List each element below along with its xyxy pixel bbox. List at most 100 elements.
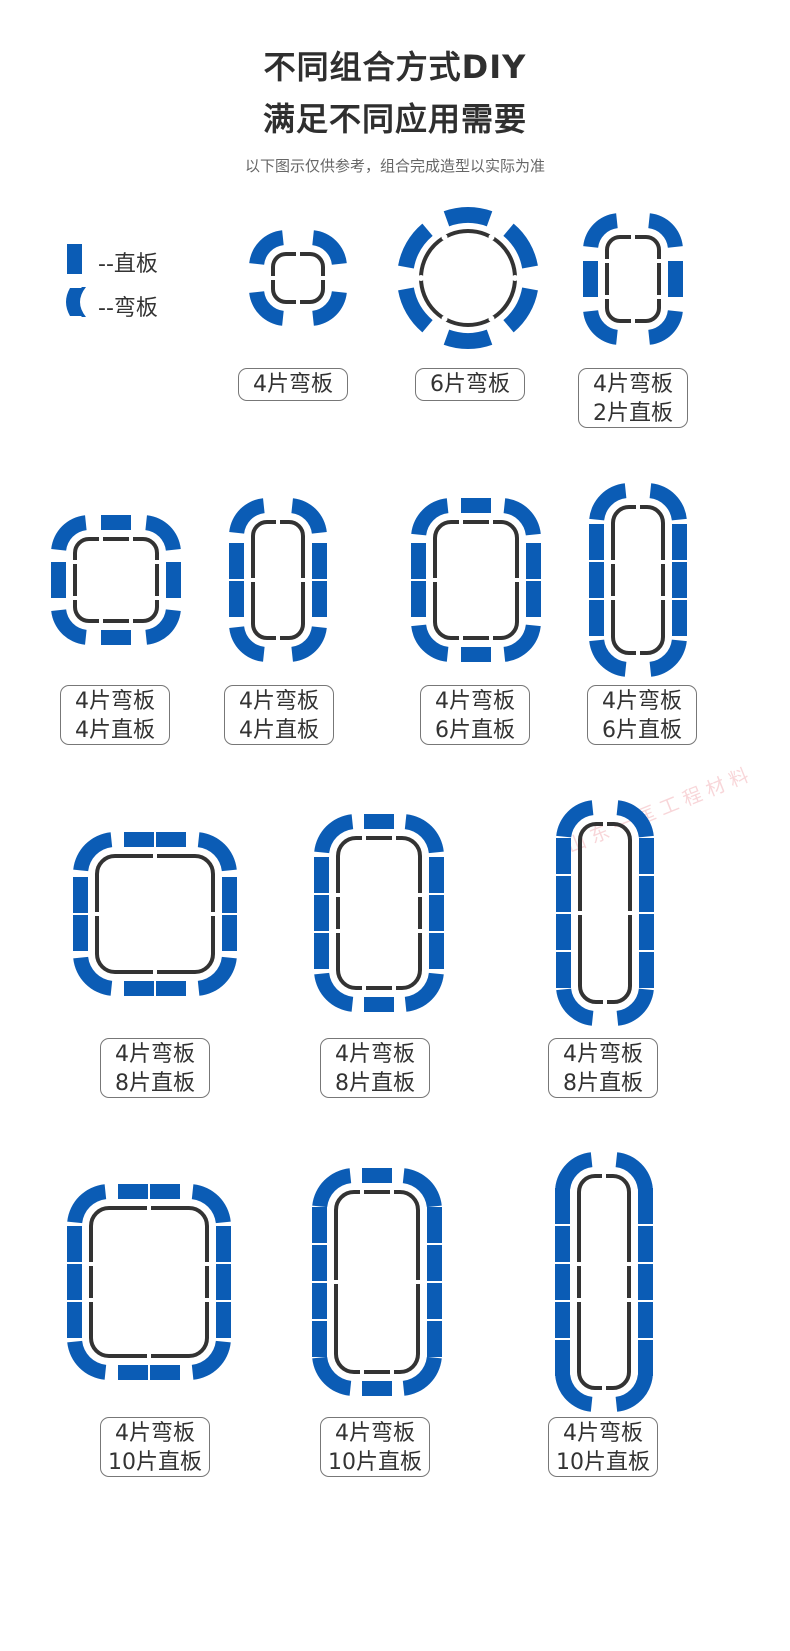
panel-seam xyxy=(209,912,217,916)
curved-panel xyxy=(51,609,87,645)
curved-panel xyxy=(312,1356,352,1396)
subtitle: 以下图示仅供参考，组合完成造型以实际为准 xyxy=(244,157,545,175)
straight-panel xyxy=(583,261,598,297)
panel-seam xyxy=(459,518,463,526)
table-outline xyxy=(433,520,519,640)
straight-panel xyxy=(312,1321,327,1357)
diagram-r4c1 xyxy=(67,1184,231,1380)
curved-count: 6片弯板 xyxy=(430,372,510,397)
panel-seam xyxy=(576,911,584,915)
panel-seam xyxy=(129,535,133,543)
straight-panel xyxy=(427,1207,442,1243)
straight-panel xyxy=(526,581,541,617)
straight-panel xyxy=(150,1184,180,1199)
curved-panel xyxy=(404,972,444,1012)
panel-seam xyxy=(603,998,607,1006)
curved-count: 4片弯板 xyxy=(593,372,673,397)
curved-panel xyxy=(67,1340,107,1380)
straight-panel xyxy=(672,524,687,560)
panel-seam xyxy=(362,834,366,842)
straight-panel xyxy=(556,838,571,874)
panel-seam xyxy=(603,820,607,828)
curved-panel xyxy=(402,1356,442,1396)
straight-panel xyxy=(73,877,88,913)
table-outline xyxy=(95,854,215,974)
panel-seam xyxy=(631,317,635,325)
panel-seam xyxy=(153,560,161,564)
straight-panel xyxy=(427,1321,442,1357)
panel-seam xyxy=(147,1352,151,1360)
straight-panel xyxy=(312,543,327,579)
curved-panel xyxy=(503,223,538,269)
panel-seam xyxy=(99,535,103,543)
curved-panel xyxy=(145,515,181,551)
curved-count: 4片弯板 xyxy=(435,689,515,714)
straight-count: 10片直板 xyxy=(108,1450,202,1475)
straight-panel xyxy=(314,895,329,931)
panel-seam xyxy=(334,929,342,933)
panel-seam xyxy=(489,634,493,642)
panel-seam xyxy=(625,1298,633,1302)
panel-seam xyxy=(153,852,157,860)
layout-label-r1c2: 6片弯板 xyxy=(415,368,525,401)
straight-count: 6片直板 xyxy=(435,718,515,743)
straight-panel xyxy=(411,581,426,617)
straight-panel xyxy=(638,1302,653,1338)
straight-panel xyxy=(526,543,541,579)
straight-panel xyxy=(638,1188,653,1224)
straight-panel xyxy=(589,524,604,560)
straight-panel xyxy=(461,498,491,513)
diagram-r1c3 xyxy=(583,213,683,345)
straight-panel xyxy=(73,915,88,951)
straight-panel xyxy=(639,952,654,988)
straight-panel xyxy=(156,832,186,847)
title-line-2: 满足不同应用需要 xyxy=(262,100,527,138)
curved-panel xyxy=(249,230,284,265)
curved-panel xyxy=(443,329,493,349)
curved-panel xyxy=(312,291,347,326)
straight-count: 6片直板 xyxy=(602,718,682,743)
curved-count: 4片弯板 xyxy=(335,1042,415,1067)
straight-panel xyxy=(101,630,131,645)
curved-panel xyxy=(398,223,433,269)
curved-panel-icon xyxy=(66,287,86,317)
straight-panel xyxy=(229,543,244,579)
panel-seam xyxy=(332,1280,340,1284)
curved-panel xyxy=(583,310,618,345)
table-outline xyxy=(577,1174,631,1390)
straight-panel xyxy=(364,997,394,1012)
curved-panel xyxy=(503,624,541,662)
curved-panel xyxy=(503,498,541,536)
curved-panel xyxy=(648,213,683,248)
curved-panel xyxy=(191,1340,231,1380)
curved-panel xyxy=(503,287,538,333)
panel-seam xyxy=(360,1188,364,1196)
curved-panel xyxy=(589,639,627,677)
panel-seam xyxy=(609,560,617,564)
curved-panel xyxy=(312,1168,352,1208)
straight-panel xyxy=(427,1283,442,1319)
curved-panel xyxy=(649,639,687,677)
curved-panel xyxy=(197,832,237,872)
diagram-r2c1 xyxy=(51,515,181,645)
curved-panel xyxy=(291,498,327,534)
panel-seam xyxy=(276,518,280,526)
straight-panel xyxy=(639,914,654,950)
panel-seam xyxy=(459,634,463,642)
straight-panel xyxy=(672,562,687,598)
straight-panel xyxy=(556,876,571,912)
straight-panel xyxy=(67,1302,82,1338)
panel-seam xyxy=(603,295,611,299)
layout-label-r1c1: 4片弯板 xyxy=(238,368,348,401)
diagram-r3c1 xyxy=(73,832,237,996)
straight-panel xyxy=(314,857,329,893)
panel-seam xyxy=(71,560,79,564)
panel-seam xyxy=(87,1298,95,1302)
diagram-r2c4 xyxy=(589,483,687,677)
curved-panel xyxy=(145,609,181,645)
